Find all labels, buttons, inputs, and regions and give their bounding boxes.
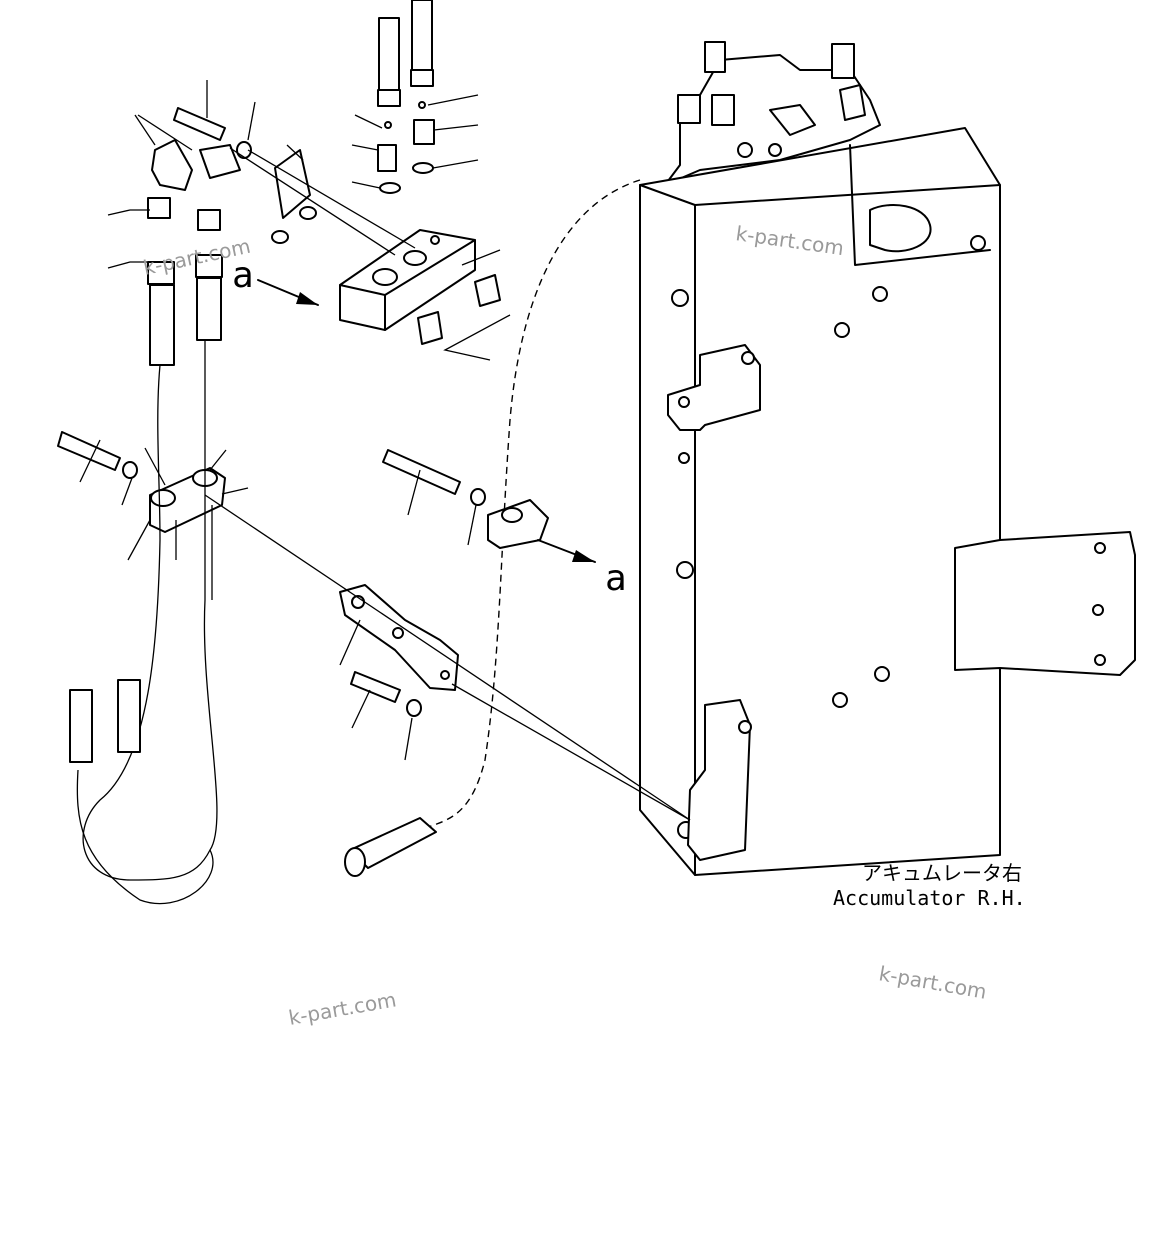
clamp-bolt [57,431,121,471]
reference-arrow-end: a [537,539,627,599]
mounting-boss-4 [970,235,986,251]
watermark-4: k-part.com [877,961,988,1004]
arrow-label-start: a [232,255,254,296]
stud-3 [874,666,890,682]
hose-mid-left-nut [147,261,175,285]
gasket-oring-2 [299,206,317,220]
right-bracket-hole-2 [1092,604,1104,616]
mid-bracket-assembly [339,449,549,717]
right-bracket [954,531,1136,676]
accumulator-fitting-2 [831,43,855,79]
stud-4 [832,692,848,708]
accumulator-port [869,204,932,253]
accumulator-bolt-head-2 [768,143,782,157]
clamp-assembly [57,431,226,533]
caption-english: Accumulator R.H. [833,886,1026,910]
watermark-3: k-part.com [287,987,398,1030]
hose-lower-center-nut [344,847,366,877]
adapter-right [413,119,435,145]
side-bracket-lower [687,699,751,861]
stay-washer [406,699,422,717]
stay-bolt [350,671,401,703]
tee-fitting [199,144,241,179]
accumulator-elbow [769,104,816,136]
valve-block [339,229,476,331]
valve-port-2 [403,250,427,266]
gasket-oring-1 [271,230,289,244]
bolt-upper [173,107,226,141]
oring-small-right [418,101,426,109]
accumulator-fitting-1 [704,41,726,73]
hose-end-lower-right [117,679,141,753]
side-bracket-upper [667,344,761,431]
accumulator-fitting-3 [677,94,701,124]
elbow-fitting [151,139,193,191]
hose-upper-left-nut [377,89,401,107]
spacer-2 [417,311,443,345]
nut-left [147,197,171,219]
stud-1 [872,286,888,302]
right-bracket-hole-3 [1094,654,1106,666]
valve-port-1 [372,268,398,286]
mounting-boss-1 [671,289,689,307]
right-bracket-hole-1 [1094,542,1106,554]
accumulator-back-plate [849,144,991,266]
accumulator-rh [639,41,1136,876]
accumulator-body [639,127,1001,876]
leader-lines [79,80,691,821]
bracket-hole-2 [678,452,690,464]
hose-end-lower-left [69,689,93,763]
washer-upper [236,141,252,159]
mounting-boss-2 [676,561,694,579]
bracket-bolt-2 [738,720,752,734]
bracket-hole-1 [678,396,690,408]
accumulator-fitting-4 [711,94,735,126]
arrow-label-end: a [605,558,627,599]
oring-left [379,182,401,194]
gasket-plate [274,149,311,219]
adapter-left [377,144,397,172]
caption-japanese: アキュムレータ右 [862,861,1022,885]
long-bolt-washer [470,488,486,506]
stay-bracket-hole-3 [440,670,450,680]
accumulator-bolt-head [737,142,753,158]
nut-right [197,209,221,231]
hose-mid-right [196,277,222,341]
bracket-bolt-1 [741,351,755,365]
stud-2 [834,322,850,338]
oring-right [412,162,434,174]
accumulator-top-edge [639,184,1001,206]
oring-small-left [384,121,392,129]
hose-mid-right-nut [195,254,223,278]
hose-upper-right [411,0,433,71]
accumulator-elbow-2 [839,84,866,121]
clamp-washer [122,461,138,479]
valve-port-3 [430,235,440,245]
valve-block-assembly [147,0,501,366]
hose-loop-right [76,769,214,905]
spacer-1 [474,274,501,307]
hose-upper-right-nut [410,69,434,87]
hose-mid-left [149,284,175,366]
long-bolt [382,449,461,495]
hose-clip-hole [501,507,523,523]
stay-bracket-hole-2 [392,627,404,639]
hose-loop-left [82,340,218,881]
hose-upper-left [378,17,400,91]
reference-arrow-start: a [232,255,319,306]
clamp-hole-1 [150,489,176,507]
